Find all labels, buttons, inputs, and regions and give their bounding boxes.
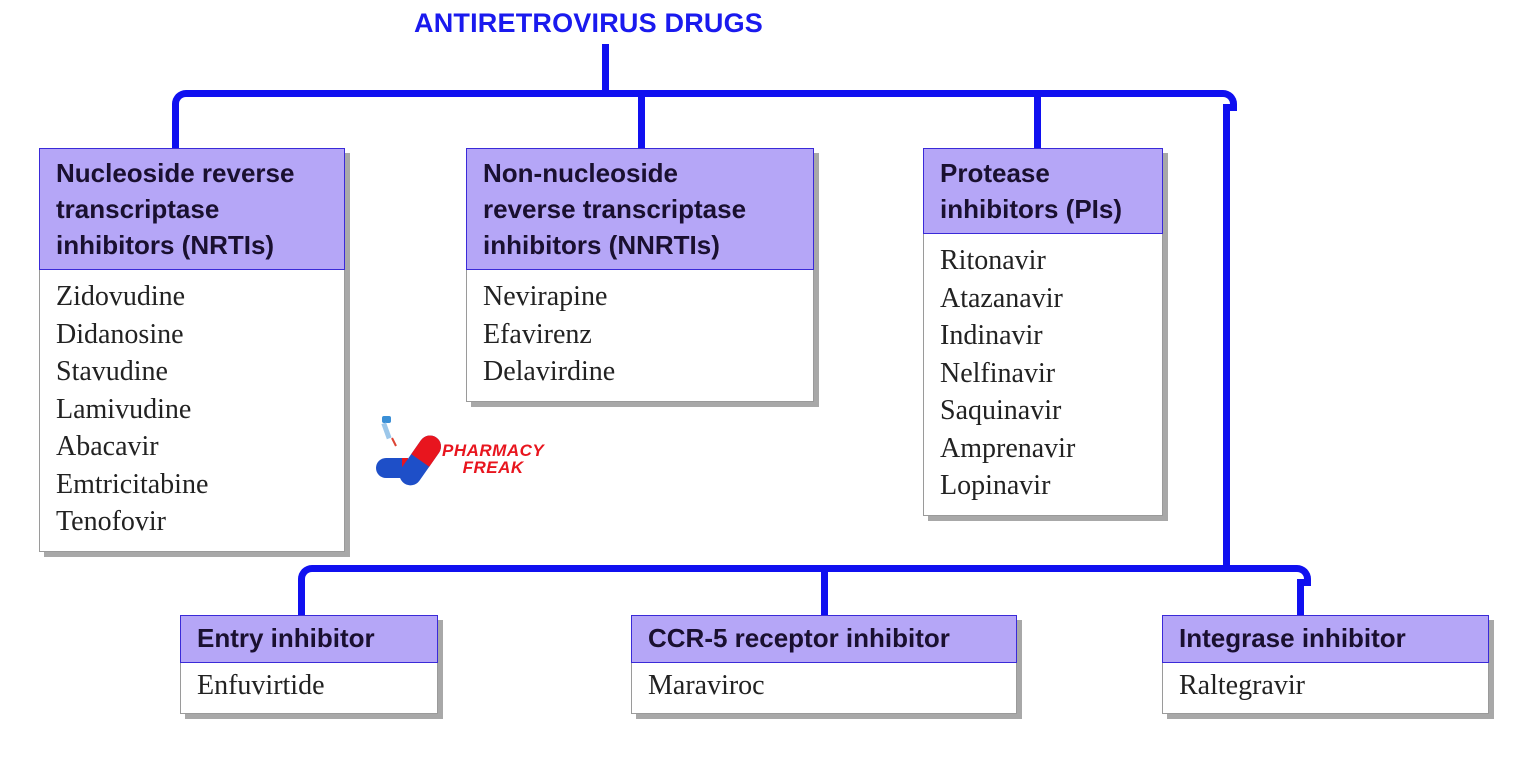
- header-line: Integrase inhibitor: [1179, 623, 1406, 653]
- bottom-bus: [312, 565, 1290, 572]
- ccr5-stem: [821, 571, 828, 616]
- drug-list: Maraviroc: [632, 663, 1016, 713]
- drug-item: Amprenavir: [940, 432, 1076, 464]
- logo-line2: FREAK: [462, 458, 524, 477]
- header-line: inhibitors (NNRTIs): [483, 230, 720, 260]
- pi-stem: [1034, 96, 1041, 149]
- header-line: CCR-5 receptor inhibitor: [648, 623, 950, 653]
- drug-item: Enfuvirtide: [197, 670, 325, 701]
- top-left-corner: [172, 90, 193, 111]
- drug-item: Tenofovir: [56, 506, 167, 537]
- drug-item: Nevirapine: [483, 281, 608, 312]
- drug-list: Nevirapine Efavirenz Delavirdine: [467, 270, 813, 401]
- category-box-nnrti: Non-nucleoside reverse transcriptase inh…: [466, 148, 814, 402]
- title-stem: [602, 44, 609, 96]
- drug-item: Maraviroc: [648, 670, 765, 701]
- drug-item: Raltegravir: [1179, 670, 1305, 701]
- pharmacy-freak-logo: PHARMACY FREAK: [372, 414, 552, 490]
- drug-item: Emtricitabine: [56, 468, 209, 500]
- drug-item: Saquinavir: [940, 395, 1062, 426]
- drug-item: Zidovudine: [56, 281, 186, 312]
- drug-item: Indinavir: [940, 320, 1043, 351]
- entry-stem: [298, 579, 305, 616]
- bottom-left-corner: [298, 565, 319, 586]
- drug-item: Ritonavir: [940, 245, 1046, 276]
- category-header: Integrase inhibitor: [1162, 615, 1489, 663]
- pill-capsule-dropper-icon: [376, 416, 441, 486]
- category-box-nrti: Nucleoside reverse transcriptase inhibit…: [39, 148, 345, 552]
- drug-item: Delavirdine: [483, 356, 616, 387]
- header-line: Protease: [940, 158, 1050, 188]
- top-right-corner: [1216, 90, 1237, 111]
- drug-item: Lopinavir: [940, 470, 1051, 501]
- header-line: inhibitors (PIs): [940, 194, 1122, 224]
- nnrti-stem: [638, 96, 645, 149]
- category-header: Protease inhibitors (PIs): [923, 148, 1163, 234]
- category-header: Nucleoside reverse transcriptase inhibit…: [39, 148, 345, 270]
- header-line: reverse transcriptase: [483, 194, 747, 224]
- header-line: Non-nucleoside: [483, 158, 679, 188]
- bottom-right-corner: [1290, 565, 1311, 586]
- category-box-entry: Entry inhibitor Enfuvirtide: [180, 615, 438, 714]
- logo-line1: PHARMACY: [442, 441, 545, 460]
- header-line: Nucleoside reverse: [56, 158, 295, 188]
- category-header: Entry inhibitor: [180, 615, 438, 663]
- drug-item: Lamivudine: [56, 393, 192, 425]
- drug-list: Enfuvirtide: [181, 663, 437, 713]
- right-trunk: [1223, 104, 1230, 572]
- drug-item: Atazanavir: [940, 282, 1063, 314]
- drug-item: Efavirenz: [483, 318, 592, 350]
- category-box-pi: Protease inhibitors (PIs) Ritonavir Ataz…: [923, 148, 1163, 516]
- diagram-title: ANTIRETROVIRUS DRUGS: [414, 8, 764, 38]
- drug-list: Raltegravir: [1163, 663, 1488, 713]
- header-line: inhibitors (NRTIs): [56, 230, 275, 260]
- integrase-stem: [1297, 579, 1304, 616]
- logo-text: PHARMACY FREAK: [442, 442, 544, 476]
- drug-item: Abacavir: [56, 431, 159, 462]
- drug-list: Zidovudine Didanosine Stavudine Lamivudi…: [40, 270, 344, 551]
- drug-item: Nelfinavir: [940, 357, 1056, 389]
- header-line: Entry inhibitor: [197, 623, 375, 653]
- category-box-integrase: Integrase inhibitor Raltegravir: [1162, 615, 1489, 714]
- drug-list: Ritonavir Atazanavir Indinavir Nelfinavi…: [924, 234, 1162, 515]
- category-header: CCR-5 receptor inhibitor: [631, 615, 1017, 663]
- nrti-stem: [172, 104, 179, 149]
- header-line: transcriptase: [56, 194, 220, 224]
- category-header: Non-nucleoside reverse transcriptase inh…: [466, 148, 814, 270]
- top-bus: [186, 90, 1216, 97]
- drug-item: Didanosine: [56, 318, 184, 350]
- category-box-ccr5: CCR-5 receptor inhibitor Maraviroc: [631, 615, 1017, 714]
- drug-item: Stavudine: [56, 356, 168, 387]
